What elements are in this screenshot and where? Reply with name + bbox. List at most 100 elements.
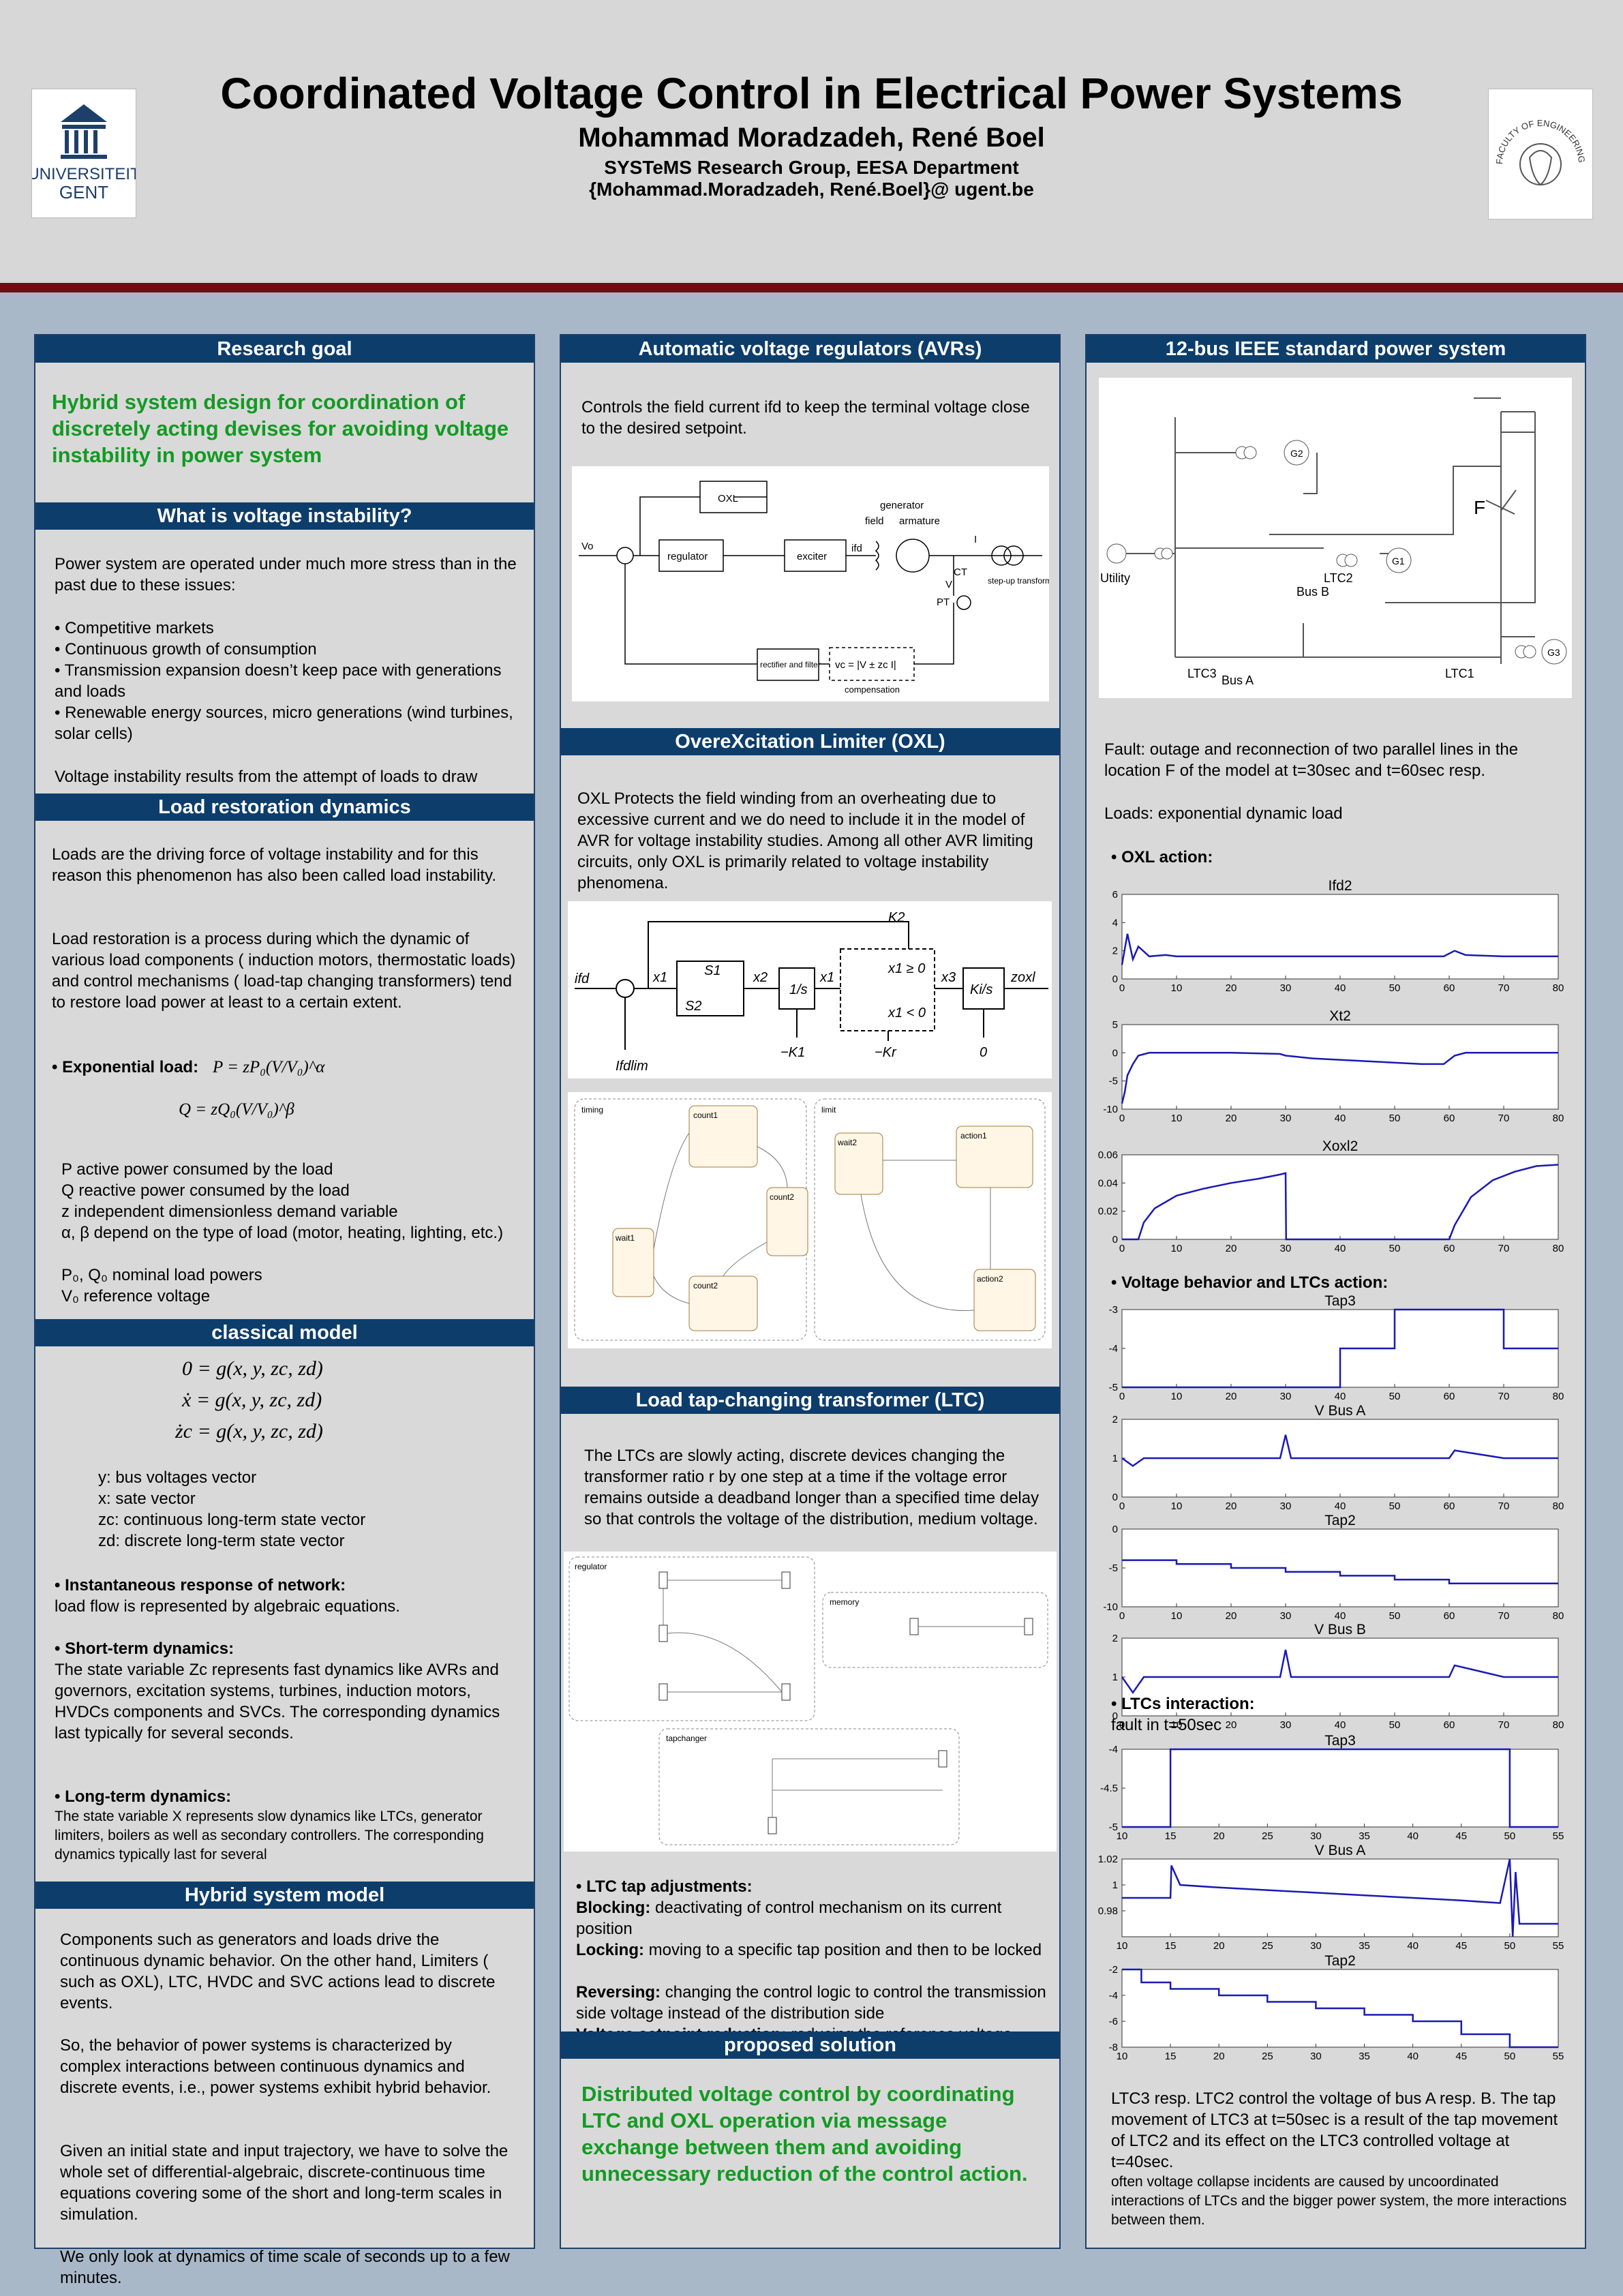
svg-text:x3: x3: [941, 970, 956, 985]
y-tick-label: -4: [1109, 1744, 1118, 1755]
x-tick-label: 10: [1171, 1719, 1183, 1731]
classical-def: y: bus voltages vector: [98, 1468, 257, 1487]
y-tick-label: 2: [1112, 946, 1118, 957]
y-tick-label: 0: [1112, 1234, 1118, 1245]
section-title-classical-model: classical model: [35, 1319, 534, 1346]
svg-text:G1: G1: [1392, 556, 1405, 567]
x-tick-label: 55: [1553, 1940, 1564, 1952]
12-bus-diagram: G2 G1 G3 Utility Bus B Bus A LTC2 LTC3 L…: [1099, 378, 1572, 698]
svg-text:−K1: −K1: [780, 1045, 805, 1060]
fault-text: Fault: outage and reconnection of two pa…: [1104, 740, 1519, 780]
x-tick-label: 70: [1498, 1719, 1510, 1731]
section-title-hybrid-model: Hybrid system model: [35, 1882, 534, 1909]
svg-text:G2: G2: [1290, 448, 1303, 459]
svg-text:S1: S1: [704, 963, 721, 978]
y-tick-label: -2: [1109, 1964, 1118, 1976]
x-tick-label: 45: [1455, 1830, 1467, 1842]
chart-title: Tap3: [1324, 1293, 1356, 1309]
y-tick-label: 0.02: [1098, 1206, 1118, 1218]
poster-email: {Mohammad.Moradzadeh, René.Boel}@ ugent.…: [589, 179, 1034, 200]
x-tick-label: 0: [1119, 1113, 1125, 1124]
x-tick-label: 80: [1553, 1391, 1564, 1402]
voltage-behavior-heading: • Voltage behavior and LTCs action:: [1111, 1273, 1389, 1292]
svg-text:OXL: OXL: [718, 493, 738, 504]
ltc-adjustment-blocking: Blocking: deactivating of control mechan…: [576, 1899, 1002, 1938]
x-tick-label: 40: [1407, 1940, 1419, 1952]
series-line: [1122, 1858, 1558, 1937]
svg-text:Bus B: Bus B: [1296, 585, 1329, 599]
x-tick-label: 80: [1553, 1243, 1564, 1254]
voltage-instability-bullet: • Transmission expansion doesn’t keep pa…: [55, 661, 502, 701]
ltc-adjustment-locking: Locking: moving to a specific tap positi…: [576, 1941, 1042, 1959]
svg-text:generator: generator: [880, 500, 924, 511]
x-tick-label: 20: [1213, 2051, 1225, 2062]
chart-plot-area: [1121, 1528, 1559, 1607]
svg-text:vc = |V ± zc I|: vc = |V ± zc I|: [835, 659, 896, 671]
svg-text:x1: x1: [819, 970, 834, 985]
x-tick-label: 40: [1335, 1243, 1346, 1254]
x-tick-label: 40: [1335, 1719, 1346, 1731]
load-restoration-p2: Load restoration is a process during whi…: [52, 930, 516, 1012]
voltage-instability-bullet: • Renewable energy sources, micro genera…: [55, 704, 513, 743]
svg-text:field: field: [865, 515, 884, 527]
svg-text:UNIVERSITEIT: UNIVERSITEIT: [32, 165, 136, 183]
svg-text:regulator: regulator: [667, 551, 708, 562]
svg-text:V: V: [945, 579, 952, 590]
series-line: [1121, 1649, 1558, 1694]
y-tick-label: 4: [1112, 917, 1118, 928]
svg-text:Utility: Utility: [1100, 571, 1130, 585]
x-tick-label: 15: [1165, 1830, 1177, 1842]
x-tick-label: 15: [1165, 2051, 1177, 2062]
svg-text:−Kr: −Kr: [875, 1045, 897, 1060]
load-def: P₀, Q₀ nominal load powers: [61, 1266, 262, 1284]
x-tick-label: 30: [1310, 1940, 1322, 1952]
x-tick-label: 60: [1444, 1243, 1455, 1254]
svg-text:x1 < 0: x1 < 0: [888, 1006, 926, 1021]
y-tick-label: 0: [1112, 1524, 1118, 1535]
x-tick-label: 60: [1444, 1500, 1455, 1512]
x-tick-label: 30: [1280, 1500, 1292, 1512]
svg-text:0: 0: [980, 1045, 987, 1060]
svg-text:zoxl: zoxl: [1010, 970, 1035, 985]
x-tick-label: 10: [1171, 982, 1183, 994]
x-tick-label: 60: [1444, 1391, 1455, 1402]
y-tick-label: -4: [1109, 1343, 1118, 1355]
y-tick-label: 1: [1112, 1879, 1118, 1891]
svg-text:PT: PT: [937, 596, 950, 608]
svg-text:S2: S2: [685, 999, 701, 1014]
classical-def: x: sate vector: [98, 1490, 196, 1508]
x-tick-label: 80: [1553, 1610, 1564, 1622]
oxl-statechart-svg: timing limit count1 count2 wait1 count2 …: [574, 1098, 1046, 1341]
x-tick-label: 30: [1280, 1719, 1292, 1731]
x-tick-label: 40: [1407, 1830, 1419, 1842]
x-tick-label: 70: [1498, 1500, 1510, 1512]
header: UNIVERSITEIT GENT FACULTY OF ENGINEERING…: [0, 0, 1623, 283]
x-tick-label: 70: [1498, 1391, 1510, 1402]
x-tick-label: 80: [1553, 1719, 1564, 1731]
x-tick-label: 50: [1389, 1500, 1401, 1512]
ltc-interaction-heading: • LTCs interaction:: [1111, 1695, 1255, 1713]
x-tick-label: 10: [1171, 1113, 1183, 1124]
section-title-oxl: OvereXcitation Limiter (OXL): [561, 728, 1059, 755]
x-tick-label: 45: [1455, 2051, 1467, 2062]
section-title-avr: Automatic voltage regulators (AVRs): [561, 335, 1059, 363]
x-tick-label: 15: [1165, 1940, 1177, 1952]
x-tick-label: 80: [1553, 982, 1564, 994]
svg-text:regulator: regulator: [575, 1562, 607, 1571]
closing-text: LTC3 resp. LTC2 control the voltage of b…: [1111, 2089, 1558, 2171]
hybrid-p4: We only look at dynamics of time scale o…: [60, 2248, 510, 2287]
x-tick-label: 0: [1119, 1243, 1125, 1254]
section-title-12-bus: 12-bus IEEE standard power system: [1087, 335, 1585, 363]
x-tick-label: 60: [1444, 1719, 1455, 1731]
y-tick-label: -6: [1109, 2016, 1118, 2027]
chart-title: Tap3: [1324, 1733, 1356, 1749]
x-tick-label: 10: [1117, 1940, 1128, 1952]
fault-t50-text: fault in t=50sec: [1111, 1716, 1222, 1734]
svg-text:F: F: [1474, 497, 1485, 518]
x-tick-label: 50: [1504, 1830, 1516, 1842]
x-tick-label: 55: [1553, 1830, 1564, 1842]
y-tick-label: 5: [1112, 1019, 1118, 1031]
ugent-logo: UNIVERSITEIT GENT: [27, 89, 140, 218]
x-tick-label: 0: [1119, 1719, 1125, 1731]
